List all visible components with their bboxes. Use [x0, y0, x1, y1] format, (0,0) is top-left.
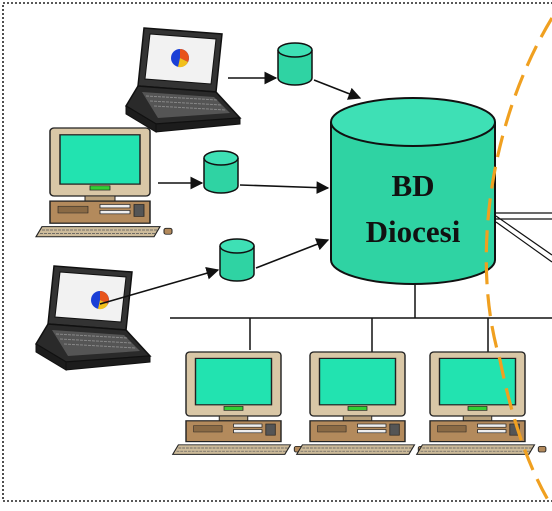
- diagram-frame: [2, 2, 552, 502]
- desktop-computer-icon: [295, 351, 427, 456]
- database-title-line1: BD: [391, 168, 434, 203]
- database-title-line2: Diocesi: [366, 214, 461, 249]
- desktop-computer-icon: [35, 127, 173, 238]
- cylinder-database-icon: [203, 150, 239, 194]
- central-database: BD Diocesi: [330, 97, 496, 285]
- laptop-icon: [125, 27, 241, 133]
- cylinder-database-icon: [277, 42, 313, 86]
- pie-chart-icon: [91, 291, 109, 310]
- desktop-computer-icon: [171, 351, 303, 456]
- desktop-computer-icon: [415, 351, 547, 456]
- cylinder-database-icon: [219, 238, 255, 282]
- laptop-icon: [35, 265, 151, 371]
- sync-arrows: [99, 71, 362, 305]
- pie-chart-icon: [171, 49, 189, 68]
- external-link-lines: [495, 212, 552, 263]
